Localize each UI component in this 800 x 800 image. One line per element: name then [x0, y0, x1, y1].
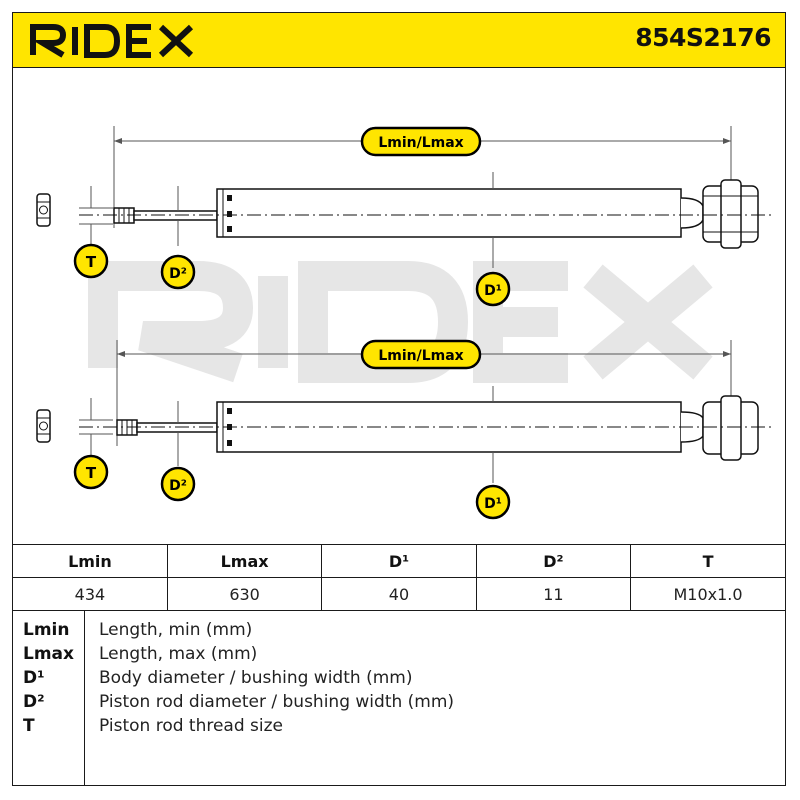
svg-text:D²: D² [169, 266, 187, 282]
svg-text:Lmin/Lmax: Lmin/Lmax [378, 348, 463, 364]
body-diameter-label-bottom: D¹ [475, 484, 511, 520]
shock-absorber-bottom [36, 340, 773, 483]
shock-absorber-diagram: Lmin/Lmax Lmin/Lmax T D² D¹ T D² D¹ [36, 126, 773, 520]
shock-absorber-top [36, 126, 773, 268]
thread-label-bottom: T [73, 454, 109, 490]
spec-header-t: T [630, 544, 785, 578]
rod-diameter-label-top: D² [160, 254, 196, 290]
nut-icon [36, 193, 51, 227]
spec-value-t: M10x1.0 [630, 577, 785, 611]
legend-row: Lmax Length, max (mm) [13, 644, 785, 668]
legend-key: D¹ [23, 668, 45, 688]
legend-desc: Piston rod thread size [99, 716, 284, 736]
spec-header-d2: D² [475, 544, 632, 578]
legend-key: D² [23, 692, 45, 712]
legend-row: Lmin Length, min (mm) [13, 620, 785, 644]
svg-text:D¹: D¹ [484, 283, 502, 299]
spec-value-d2: 11 [475, 577, 632, 611]
legend-row: D² Piston rod diameter / bushing width (… [13, 692, 785, 716]
spec-value-d1: 40 [321, 577, 477, 611]
spec-value-lmax: 630 [166, 577, 323, 611]
thread-label-top: T [73, 243, 109, 279]
length-label-top: Lmin/Lmax [360, 126, 482, 157]
legend: Lmin Length, min (mm) Lmax Length, max (… [13, 610, 785, 785]
legend-desc: Body diameter / bushing width (mm) [99, 668, 413, 688]
legend-row: T Piston rod thread size [13, 716, 785, 740]
spec-table: Lmin Lmax D¹ D² T 434 630 40 11 M10x1.0 [13, 544, 785, 611]
spec-header-lmax: Lmax [166, 544, 323, 578]
product-sheet: 854S2176 [12, 12, 786, 786]
header-bar: 854S2176 [13, 13, 785, 68]
rod-diameter-label-bottom: D² [160, 466, 196, 502]
legend-desc: Piston rod diameter / bushing width (mm) [99, 692, 455, 712]
svg-text:Lmin/Lmax: Lmin/Lmax [378, 135, 463, 151]
body-diameter-label-top: D¹ [475, 271, 511, 307]
spec-table-value-row: 434 630 40 11 M10x1.0 [13, 577, 785, 611]
part-number: 854S2176 [635, 23, 771, 52]
spec-table-header-row: Lmin Lmax D¹ D² T [13, 544, 785, 578]
legend-key: Lmax [23, 644, 74, 664]
nut-icon [36, 409, 51, 443]
spec-value-lmin: 434 [13, 577, 168, 611]
svg-text:D²: D² [169, 478, 187, 494]
legend-key: Lmin [23, 620, 70, 640]
legend-row: D¹ Body diameter / bushing width (mm) [13, 668, 785, 692]
legend-key: T [23, 716, 35, 736]
ridex-logo [30, 24, 194, 58]
legend-desc: Length, max (mm) [99, 644, 258, 664]
legend-divider [84, 610, 85, 785]
svg-text:T: T [86, 253, 97, 271]
svg-text:T: T [86, 464, 97, 482]
length-label-bottom: Lmin/Lmax [360, 339, 482, 370]
spec-header-lmin: Lmin [13, 544, 168, 578]
legend-desc: Length, min (mm) [99, 620, 253, 640]
svg-text:D¹: D¹ [484, 496, 502, 512]
spec-header-d1: D¹ [321, 544, 477, 578]
